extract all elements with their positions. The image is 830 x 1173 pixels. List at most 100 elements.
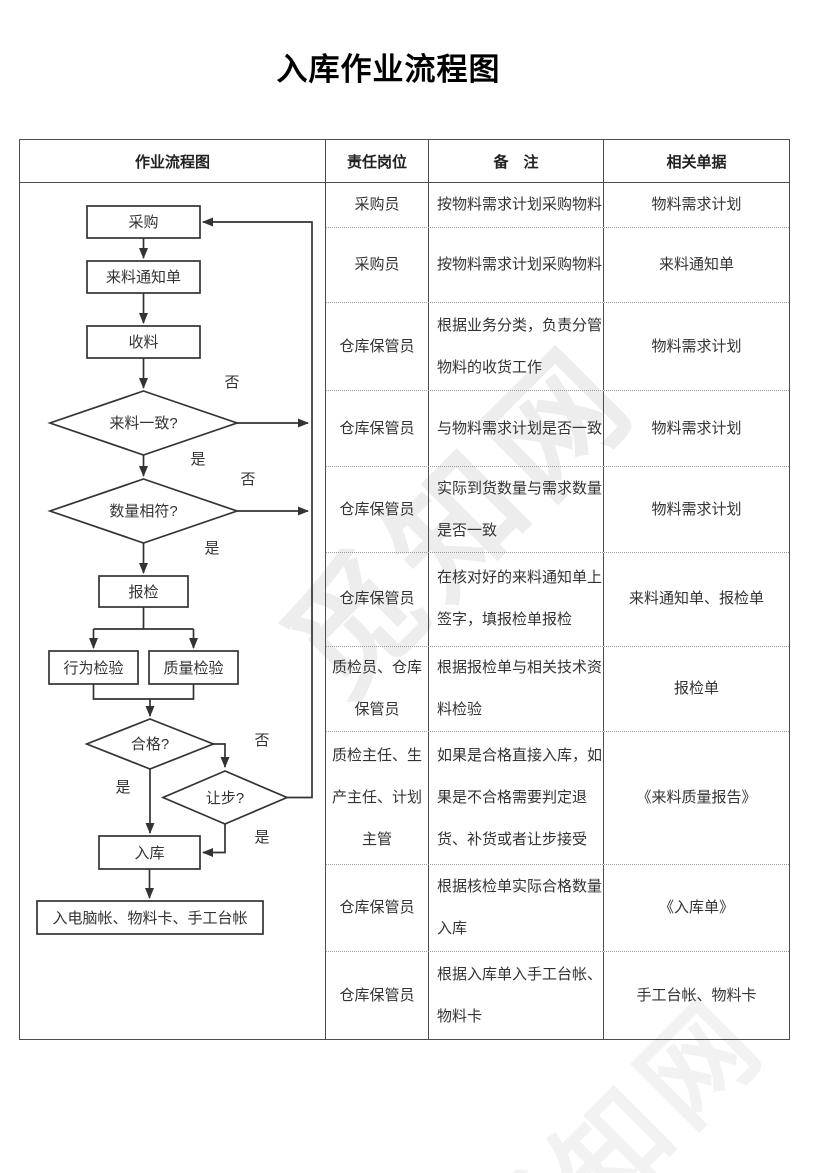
flow-node-warehouse-in: 入库: [98, 835, 201, 870]
flow-decision-concession-label: 让步?: [206, 790, 244, 807]
table-row: 质检主任、生 产主任、计划 主管 如果是合格直接入库，如 果是不合格需要判定退 …: [326, 731, 789, 866]
flow-decision-material-consistent-shape: [47, 390, 240, 456]
cell-document: 物料需求计划: [651, 500, 742, 518]
flow-node-purchase: 采购: [86, 205, 201, 239]
flow-node-receiving-box: [86, 325, 201, 359]
flow-label-no-quantity: 否: [240, 471, 255, 488]
header-note-column: 备 注: [429, 140, 604, 182]
flow-node-quality-inspection-label: 质量检验: [163, 660, 223, 677]
cell-document: 《入库单》: [658, 899, 734, 917]
flow-label-no-consistent: 否: [224, 374, 239, 391]
header-flowchart-column: 作业流程图: [20, 140, 326, 182]
table-row: 质检员、仓库 保管员 根据报检单与相关技术资 料检验 报检单: [326, 646, 789, 732]
flow-connector-inspection-split: [93, 607, 194, 630]
process-table: 作业流程图 责任岗位 备 注 相关单据: [19, 139, 790, 1040]
flow-connectors: [89, 217, 313, 899]
flow-decision-qualified-shape: [84, 718, 216, 770]
table-row: 仓库保管员 实际到货数量与需求数量 是否一致 物料需求计划: [326, 467, 789, 554]
flow-node-receiving-label: 收料: [128, 334, 158, 351]
flow-node-behavior-inspection-label: 行为检验: [63, 660, 123, 677]
flow-connector-feedback-loop: [202, 217, 313, 799]
flow-node-inspection-request: 报检: [98, 575, 189, 608]
table-row: 采购员 按物料需求计划采购物料 来料通知单: [326, 227, 789, 303]
flow-decision-qualified-label: 合格?: [131, 736, 169, 753]
flow-node-arrival-notice-label: 来料通知单: [106, 269, 181, 286]
cell-note: 如果是合格直接入库，如 果是不合格需要判定退 货、补货或者让步接受: [429, 731, 604, 865]
cell-position: 仓库保管员: [326, 467, 429, 553]
cell-document: 物料需求计划: [651, 419, 742, 437]
cell-position: 仓库保管员: [326, 391, 429, 467]
cell-position: 采购员: [326, 183, 429, 227]
table-row: 仓库保管员 与物料需求计划是否一致 物料需求计划: [326, 391, 789, 468]
flow-connector-concession-yes: [202, 824, 226, 857]
flow-node-receiving: 收料: [86, 325, 201, 359]
flow-decision-quantity-match-label: 数量相符?: [109, 503, 177, 520]
cell-position: 质检员、仓库 保管员: [326, 646, 429, 731]
cell-document: 来料通知单、报检单: [628, 590, 764, 608]
flow-node-bookkeeping-label: 入电脑帐、物料卡、手工台帐: [52, 910, 247, 927]
flow-decision-quantity-match-shape: [47, 478, 240, 544]
flowchart-cell: 采购 来料通知单 收料 来料一致?: [20, 183, 326, 1039]
cell-note: 在核对好的来料通知单上 签字，填报检单报检: [429, 553, 604, 646]
flow-decision-material-consistent-label: 来料一致?: [109, 415, 177, 432]
flow-node-behavior-inspection-box: [48, 650, 139, 685]
flow-label-no-qualified: 否: [254, 732, 269, 749]
flow-decision-qualified: 合格?: [84, 718, 216, 770]
cell-note: 实际到货数量与需求数量 是否一致: [429, 467, 604, 553]
table-body: 采购 来料通知单 收料 来料一致?: [20, 183, 789, 1039]
cell-note: 根据业务分类，负责分管 物料的收货工作: [429, 302, 604, 391]
flow-node-inspection-request-box: [98, 575, 189, 608]
cell-position: 仓库保管员: [326, 553, 429, 646]
table-row: 仓库保管员 根据业务分类，负责分管 物料的收货工作 物料需求计划: [326, 302, 789, 392]
flow-label-yes-consistent: 是: [190, 451, 205, 468]
header-document-column: 相关单据: [666, 153, 727, 171]
flow-label-yes-qualified: 是: [115, 779, 130, 796]
flow-node-bookkeeping: 入电脑帐、物料卡、手工台帐: [36, 900, 264, 935]
flow-node-quality-inspection-box: [148, 650, 239, 685]
table-row: 仓库保管员 根据核检单实际合格数量 入库 《入库单》: [326, 865, 789, 953]
cell-note: 根据入库单入手工台帐、 物料卡: [429, 952, 604, 1039]
flow-node-quality-inspection: 质量检验: [148, 650, 239, 685]
flow-connector-merge: [92, 684, 195, 700]
flow-node-purchase-box: [86, 205, 201, 239]
flow-node-arrival-notice-box: [86, 260, 201, 294]
cell-position: 质检主任、生 产主任、计划 主管: [326, 731, 429, 865]
flow-node-warehouse-in-box: [98, 835, 201, 870]
flow-node-bookkeeping-box: [36, 900, 264, 935]
flow-node-purchase-label: 采购: [128, 214, 158, 231]
flow-label-yes-quantity: 是: [204, 540, 219, 557]
flow-node-arrival-notice: 来料通知单: [86, 260, 201, 294]
cell-document: 物料需求计划: [651, 195, 742, 213]
table-row: 仓库保管员 在核对好的来料通知单上 签字，填报检单报检 来料通知单、报检单: [326, 553, 789, 647]
table-rows: 采购员 按物料需求计划采购物料 物料需求计划 采购员 按物料需求计划采购物料 来…: [326, 183, 789, 1039]
cell-document: 手工台帐、物料卡: [636, 986, 757, 1004]
cell-note: 按物料需求计划采购物料: [429, 183, 604, 227]
cell-document: 来料通知单: [658, 255, 734, 273]
table-row: 仓库保管员 根据入库单入手工台帐、 物料卡 手工台帐、物料卡: [326, 952, 789, 1039]
cell-note: 根据核检单实际合格数量 入库: [429, 865, 604, 952]
flow-connector-qualified-no: [213, 743, 230, 768]
cell-position: 仓库保管员: [326, 865, 429, 952]
cell-note: 按物料需求计划采购物料: [429, 227, 604, 302]
flowchart-svg: 采购 来料通知单 收料 来料一致?: [36, 205, 313, 935]
flow-node-inspection-request-label: 报检: [128, 584, 158, 601]
cell-document: 《来料质量报告》: [636, 789, 757, 807]
cell-note: 根据报检单与相关技术资 料检验: [429, 646, 604, 731]
cell-position: 仓库保管员: [326, 952, 429, 1039]
flow-node-warehouse-in-label: 入库: [134, 845, 164, 862]
page-title: 入库作业流程图: [276, 52, 501, 87]
cell-document: 报检单: [673, 679, 719, 697]
cell-position: 采购员: [326, 227, 429, 302]
cell-document: 物料需求计划: [651, 337, 742, 355]
cell-note: 与物料需求计划是否一致: [429, 391, 604, 467]
flow-decision-concession-shape: [160, 770, 290, 825]
table-header-row: 作业流程图 责任岗位 备 注 相关单据: [20, 140, 789, 183]
table-row: 采购员 按物料需求计划采购物料 物料需求计划: [326, 183, 789, 228]
flow-label-yes-concession: 是: [254, 829, 269, 846]
flow-node-behavior-inspection: 行为检验: [48, 650, 139, 685]
cell-position: 仓库保管员: [326, 302, 429, 391]
flow-decision-concession: 让步?: [160, 770, 290, 825]
header-position-column: 责任岗位: [326, 140, 429, 182]
flow-decision-quantity-match: 数量相符?: [47, 478, 240, 544]
